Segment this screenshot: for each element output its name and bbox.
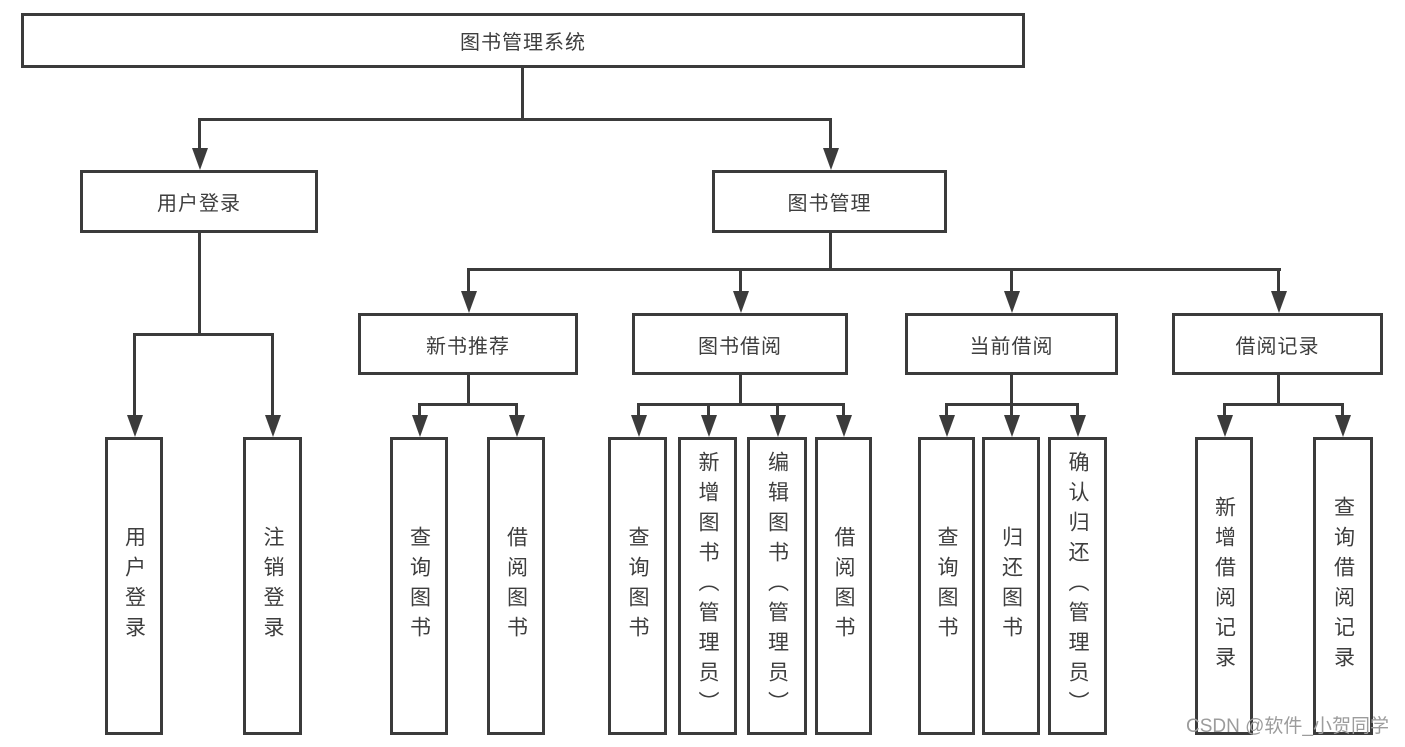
node-label: 查询图书 [407, 526, 431, 646]
connector-bus [198, 118, 832, 121]
node-book-borrowing: 图书借阅 [632, 313, 848, 375]
node-label: 查询图书 [935, 526, 958, 646]
connector-bus [467, 268, 1281, 271]
arrow-down-icon [823, 148, 839, 170]
connector-drop [1277, 270, 1280, 293]
node-label: 借阅图书 [504, 526, 528, 646]
connector-stub [739, 375, 742, 406]
leaf-borrow-books-recommend: 借阅图书 [487, 437, 545, 735]
csdn-watermark: CSDN @软件_小贺同学 [1186, 716, 1389, 737]
arrow-down-icon [836, 415, 852, 437]
connector-drop [198, 120, 201, 150]
connector-drop [842, 405, 845, 417]
node-label: 查询图书 [626, 526, 649, 646]
leaf-borrow-books: 借阅图书 [815, 437, 872, 735]
connector-drop [271, 335, 274, 417]
connector-drop [637, 405, 640, 417]
connector-bus [133, 333, 274, 336]
node-label: 注销登录 [261, 526, 284, 646]
arrow-down-icon [631, 415, 647, 437]
leaf-confirm-return-admin: 确认归还（管理员） [1048, 437, 1107, 735]
node-label: 新书推荐 [426, 335, 510, 358]
arrow-down-icon [770, 415, 786, 437]
leaf-query-books-borrowing: 查询图书 [608, 437, 667, 735]
connector-drop [515, 405, 518, 417]
leaf-add-books-admin: 新增图书（管理员） [678, 437, 737, 735]
connector-bus [637, 403, 845, 406]
arrow-down-icon [1070, 415, 1086, 437]
connector-drop [739, 270, 742, 293]
node-label: 确认归还（管理员） [1066, 451, 1089, 721]
connector-drop [133, 335, 136, 417]
arrow-down-icon [192, 148, 208, 170]
arrow-down-icon [461, 291, 477, 313]
connector-drop [1010, 270, 1013, 293]
connector-bus [1223, 403, 1344, 406]
connector-stub [467, 375, 470, 406]
arrow-down-icon [1217, 415, 1233, 437]
arrow-down-icon [1335, 415, 1351, 437]
leaf-user-login: 用户登录 [105, 437, 163, 735]
node-label: 图书借阅 [698, 335, 782, 358]
connector-drop [1010, 405, 1013, 417]
node-label: 查询借阅记录 [1331, 496, 1355, 676]
node-new-book-recommendation: 新书推荐 [358, 313, 578, 375]
leaf-add-borrow-record: 新增借阅记录 [1195, 437, 1253, 735]
arrow-down-icon [1271, 291, 1287, 313]
arrow-down-icon [509, 415, 525, 437]
arrow-down-icon [939, 415, 955, 437]
connector-stub [829, 233, 832, 271]
connector-drop [1341, 405, 1344, 417]
arrow-down-icon [1004, 291, 1020, 313]
node-label: 新增借阅记录 [1212, 496, 1236, 676]
node-label: 用户登录 [157, 193, 241, 215]
connector-drop [1076, 405, 1079, 417]
leaf-query-books-current: 查询图书 [918, 437, 975, 735]
connector-stub [521, 68, 524, 120]
leaf-query-books-recommend: 查询图书 [390, 437, 448, 735]
arrow-down-icon [701, 415, 717, 437]
connector-stub [1010, 375, 1013, 406]
node-label: 借阅图书 [832, 526, 855, 646]
connector-drop [418, 405, 421, 417]
node-label: 图书管理系统 [460, 32, 586, 54]
leaf-edit-books-admin: 编辑图书（管理员） [747, 437, 807, 735]
connector-drop [829, 120, 832, 150]
connector-drop [945, 405, 948, 417]
connector-stub [198, 233, 201, 336]
node-library-management-system: 图书管理系统 [21, 13, 1025, 68]
connector-drop [467, 270, 470, 293]
leaf-query-borrow-record: 查询借阅记录 [1313, 437, 1373, 735]
node-label: 归还图书 [999, 526, 1023, 646]
arrow-down-icon [412, 415, 428, 437]
node-label: 新增图书（管理员） [696, 451, 719, 721]
node-current-borrowing: 当前借阅 [905, 313, 1118, 375]
connector-stub [1277, 375, 1280, 406]
connector-drop [1223, 405, 1226, 417]
node-borrowing-records: 借阅记录 [1172, 313, 1383, 375]
connector-drop [776, 405, 779, 417]
connector-drop [707, 405, 710, 417]
arrow-down-icon [265, 415, 281, 437]
connector-bus [418, 403, 518, 406]
leaf-return-books: 归还图书 [982, 437, 1040, 735]
arrow-down-icon [733, 291, 749, 313]
connector-bus [945, 403, 1079, 406]
node-book-management: 图书管理 [712, 170, 947, 233]
node-label: 编辑图书（管理员） [765, 451, 789, 721]
arrow-down-icon [1004, 415, 1020, 437]
node-label: 借阅记录 [1235, 335, 1320, 358]
node-label: 用户登录 [122, 526, 146, 646]
arrow-down-icon [127, 415, 143, 437]
leaf-logout: 注销登录 [243, 437, 302, 735]
node-label: 图书管理 [787, 193, 872, 215]
node-label: 当前借阅 [969, 335, 1054, 358]
node-user-login: 用户登录 [80, 170, 318, 233]
